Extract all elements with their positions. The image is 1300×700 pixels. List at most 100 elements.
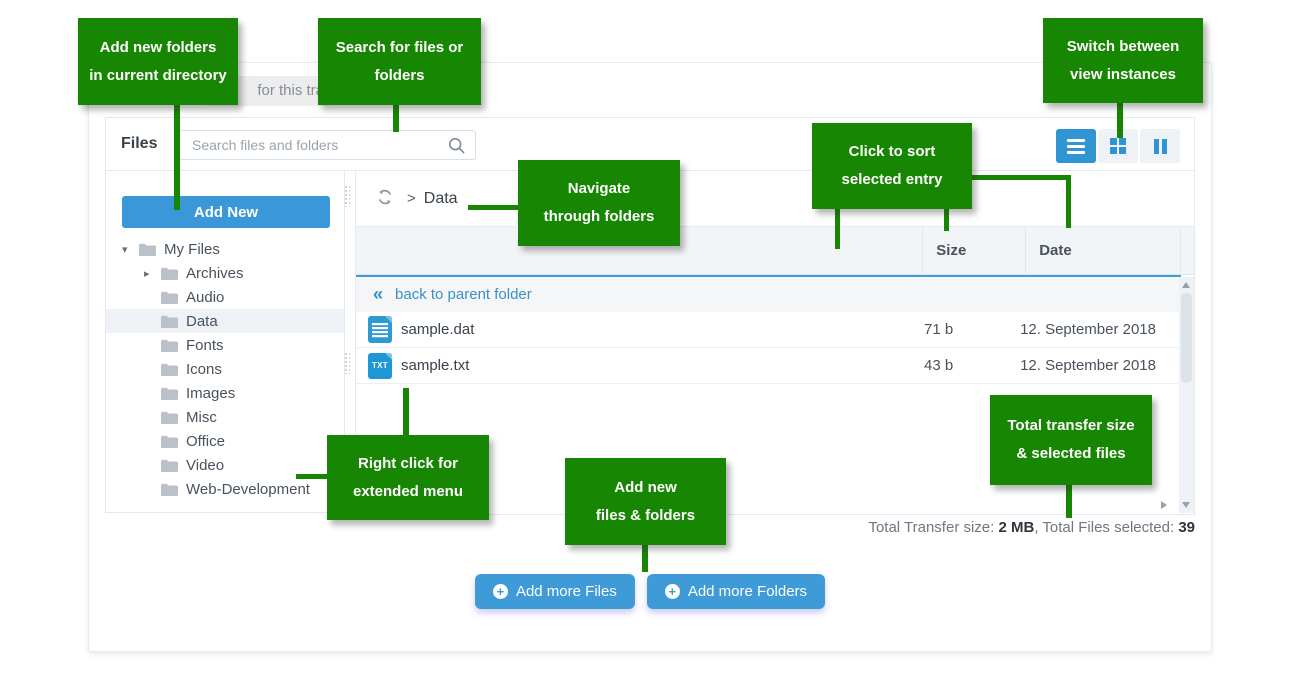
grid-view-button[interactable] <box>1098 129 1138 163</box>
tree-item-label: My Files <box>164 240 220 258</box>
tree-item-icons[interactable]: Icons <box>106 357 344 381</box>
column-view-icon <box>1153 138 1167 154</box>
add-more-files-label: Add more Files <box>515 583 617 600</box>
callout-connector <box>1117 103 1123 138</box>
callout-connector <box>1066 175 1071 228</box>
scrollbar-thumb[interactable] <box>1181 293 1192 383</box>
tree-item-office[interactable]: Office <box>106 429 344 453</box>
column-header-spacer <box>1180 227 1194 274</box>
callout-navigate: Navigate through folders <box>518 160 680 246</box>
file-date: 12. September 2018 <box>1020 357 1156 374</box>
tree-item-images[interactable]: Images <box>106 381 344 405</box>
list-view-icon <box>1067 138 1085 154</box>
callout-line: Click to sort <box>848 143 936 161</box>
callout-connector <box>944 209 949 231</box>
folder-icon <box>161 411 178 424</box>
callout-sort: Click to sort selected entry <box>812 123 972 209</box>
callout-line: Switch between <box>1066 37 1180 55</box>
tree-item-label: Images <box>186 384 236 402</box>
selected-files-value: 39 <box>1178 519 1195 536</box>
callout-line: Navigate <box>567 180 631 198</box>
tree-item-label: Office <box>186 432 225 450</box>
callout-add-folders: Add new folders in current directory <box>78 18 238 105</box>
vertical-scrollbar[interactable] <box>1179 277 1194 513</box>
tree-item-audio[interactable]: Audio <box>106 285 344 309</box>
search-icon[interactable] <box>447 136 467 161</box>
column-header-size[interactable]: Size <box>922 227 1025 274</box>
total-size-value: 2 MB <box>998 519 1035 536</box>
callout-add-files: Add new files & folders <box>565 458 726 545</box>
total-size-prefix: Total Transfer size: <box>868 519 999 536</box>
caret-right-icon[interactable]: ▸ <box>144 267 150 280</box>
panel-resize-handle[interactable] <box>344 185 350 207</box>
folder-icon <box>161 387 178 400</box>
files-panel-label: Files <box>121 135 158 152</box>
folder-sidebar: Add New ▾ My Files ▸ Archives Audio Data <box>105 171 345 513</box>
callout-connector <box>174 105 180 210</box>
tree-item-data-selected[interactable]: Data <box>106 309 344 333</box>
folder-icon <box>161 291 178 304</box>
panel-resize-handle[interactable] <box>344 352 350 374</box>
tree-item-label: Web-Development <box>186 480 310 498</box>
add-new-button[interactable]: Add New <box>122 196 330 228</box>
callout-line: selected entry <box>841 171 943 188</box>
list-view-button[interactable] <box>1056 129 1096 163</box>
folder-icon <box>161 315 178 328</box>
add-more-files-button[interactable]: + Add more Files <box>474 574 635 609</box>
file-name: sample.txt <box>401 357 470 374</box>
callout-line: through folders <box>543 208 655 225</box>
folder-tree: ▾ My Files ▸ Archives Audio Data <box>106 237 344 501</box>
table-row[interactable]: TXT sample.txt 43 b 12. September 2018 <box>356 348 1181 384</box>
tree-item-label: Icons <box>186 360 222 378</box>
file-date: 12. September 2018 <box>1020 321 1156 338</box>
tree-item-archives[interactable]: ▸ Archives <box>106 261 344 285</box>
callout-line: view instances <box>1070 65 1176 83</box>
file-size: 43 b <box>924 357 954 374</box>
callout-line: Total transfer size <box>1007 417 1135 435</box>
callout-connector <box>468 205 518 210</box>
column-view-button[interactable] <box>1140 129 1180 163</box>
add-more-folders-label: Add more Folders <box>687 583 808 600</box>
selected-files-prefix: , Total Files selected: <box>1034 519 1179 536</box>
callout-line: & selected files <box>1016 445 1126 462</box>
tree-item-fonts[interactable]: Fonts <box>106 333 344 357</box>
plus-circle-icon: + <box>492 584 508 599</box>
tree-item-label: Fonts <box>186 336 224 354</box>
plus-circle-icon: + <box>664 584 680 599</box>
bottom-actions: + Add more Files + Add more Folders <box>0 574 1300 609</box>
tree-item-video[interactable]: Video <box>106 453 344 477</box>
breadcrumb-current-folder[interactable]: Data <box>423 189 458 207</box>
callout-line: Add new folders <box>99 38 217 56</box>
tree-item-misc[interactable]: Misc <box>106 405 344 429</box>
folder-icon <box>161 267 178 280</box>
scroll-right-icon[interactable] <box>1161 501 1167 509</box>
tree-item-web-development[interactable]: Web-Development <box>106 477 344 501</box>
table-row[interactable]: sample.dat 71 b 12. September 2018 <box>356 312 1181 348</box>
tree-item-label: Video <box>186 456 225 474</box>
tree-item-label: Archives <box>186 264 244 282</box>
search-box <box>179 130 476 160</box>
table-header: Size Date <box>356 227 1194 275</box>
tree-item-label: Audio <box>186 288 225 306</box>
search-input[interactable] <box>180 131 475 159</box>
callout-connector <box>393 105 399 132</box>
folder-icon <box>161 459 178 472</box>
column-header-date[interactable]: Date <box>1025 227 1180 274</box>
tree-item-my-files[interactable]: ▾ My Files <box>106 237 344 261</box>
callout-line: files & folders <box>595 506 696 524</box>
callout-line: folders <box>374 66 425 84</box>
add-more-folders-button[interactable]: + Add more Folders <box>646 574 826 609</box>
folder-icon <box>161 363 178 376</box>
callout-connector <box>642 545 648 572</box>
callout-line: extended menu <box>352 482 464 500</box>
back-to-parent-row[interactable]: « back to parent folder <box>356 275 1181 312</box>
folder-icon <box>161 435 178 448</box>
double-chevron-left-icon: « <box>373 284 384 304</box>
tree-item-label: Misc <box>186 408 217 426</box>
caret-down-icon[interactable]: ▾ <box>122 243 128 256</box>
scroll-down-icon[interactable] <box>1182 502 1190 508</box>
folder-icon <box>161 339 178 352</box>
scroll-up-icon[interactable] <box>1182 282 1190 288</box>
refresh-icon[interactable] <box>373 187 397 211</box>
